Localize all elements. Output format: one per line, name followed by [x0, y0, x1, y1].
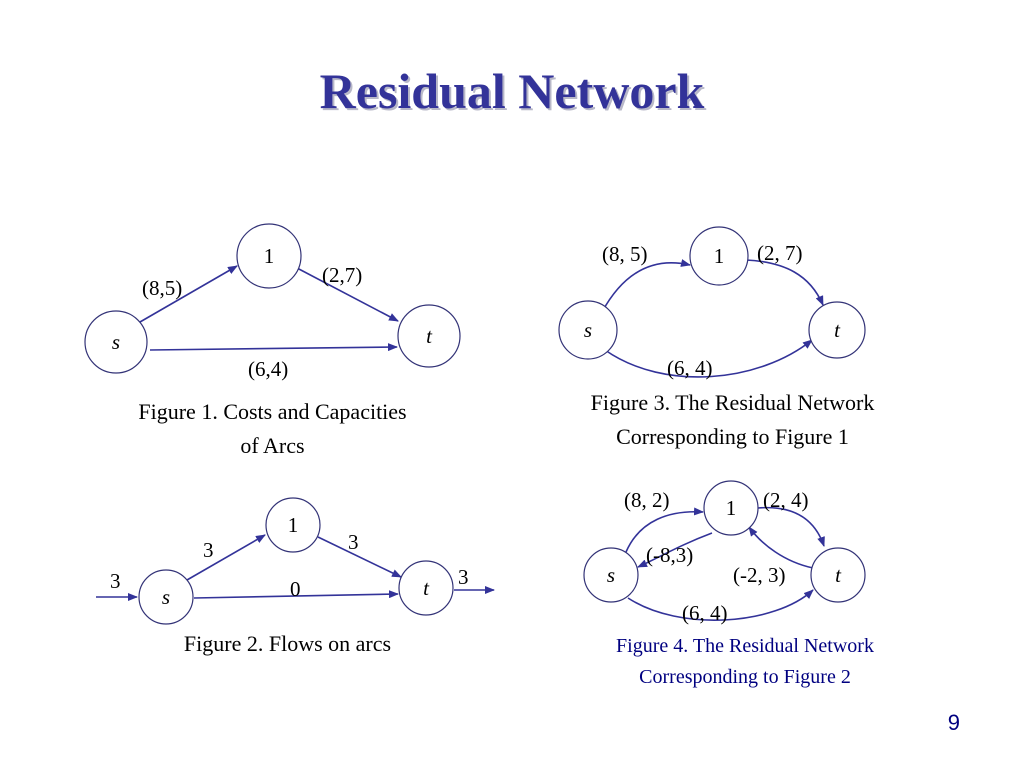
fig3-node-s [558, 300, 618, 360]
fig3-node-1 [689, 226, 749, 286]
fig1-edge-1-t-label: (2,7) [322, 263, 362, 287]
fig2-edge-1-t [317, 536, 402, 578]
figure-4-caption-line1: Figure 4. The Residual Network [616, 635, 874, 657]
fig2-edge-s-1 [186, 534, 266, 581]
fig2-edge-1-t-label: 3 [348, 530, 359, 554]
slide-title: Residual Network [319, 63, 705, 119]
fig3-edge-s-t [604, 339, 813, 378]
fig3-edge-1-t-label: (2, 7) [757, 241, 803, 265]
fig1-edge-s-t-label: (6,4) [248, 357, 288, 381]
fig4-node-t [810, 547, 866, 603]
figure-1-caption: Figure 1. Costs and Capacities of Arcs [80, 395, 465, 463]
figure-3-caption-line1: Figure 3. The Residual Network [590, 390, 875, 415]
fig1-edge-s-1-label: (8,5) [142, 276, 182, 300]
figure-4: s 1 t (8, 2) (2, 4) (-8,3) (-2, 3) (6, 4… [583, 480, 866, 625]
fig2-node-s [138, 569, 194, 625]
figure-3-caption-line2: Corresponding to Figure 1 [616, 424, 849, 449]
fig2-node-s-label: s [162, 585, 170, 609]
fig2-edge-t-out-label: 3 [458, 565, 469, 589]
fig1-edge-s-1 [139, 265, 238, 323]
fig4-node-s [583, 547, 639, 603]
fig4-edge-t-1-label: (-2, 3) [733, 563, 785, 587]
fig1-node-t [397, 304, 461, 368]
fig4-node-1 [703, 480, 759, 536]
page-number: 9 [947, 710, 960, 735]
fig4-edge-s-t-label: (6, 4) [682, 601, 728, 625]
fig3-edge-1-t [745, 259, 824, 306]
fig2-node-1-label: 1 [288, 513, 299, 537]
fig1-node-t-label: t [426, 324, 433, 348]
fig3-node-s-label: s [584, 318, 592, 342]
fig3-edge-s-1-label: (8, 5) [602, 242, 648, 266]
figure-1-caption-line2: of Arcs [240, 433, 305, 458]
figure-4-caption-line2: Corresponding to Figure 2 [639, 666, 851, 688]
figure-3: s 1 t (8, 5) (2, 7) (6, 4) [558, 226, 866, 380]
fig1-edge-1-t [296, 267, 399, 322]
fig3-node-t [808, 301, 866, 359]
figure-2: s 1 t 3 3 3 0 3 [96, 497, 495, 625]
fig3-node-t-label: t [834, 318, 841, 342]
fig4-edge-s-t [627, 589, 814, 621]
fig2-edge-in-s-label: 3 [110, 569, 121, 593]
fig3-edge-s-t-label: (6, 4) [667, 356, 713, 380]
fig4-edge-1-t-label: (2, 4) [763, 488, 809, 512]
figure-2-caption: Figure 2. Flows on arcs [130, 627, 445, 661]
figure-3-caption: Figure 3. The Residual Network Correspon… [530, 386, 935, 454]
fig2-node-1 [265, 497, 321, 553]
fig4-node-1-label: 1 [726, 496, 737, 520]
fig1-node-1 [236, 223, 302, 289]
fig2-node-t [398, 560, 454, 616]
fig2-node-t-label: t [423, 576, 430, 600]
fig2-edge-s-t [193, 590, 399, 599]
fig4-node-s-label: s [607, 563, 615, 587]
figure-2-caption-line: Figure 2. Flows on arcs [183, 631, 392, 656]
figure-1: s 1 t (8,5) (2,7) (6,4) [84, 223, 461, 381]
fig4-edge-t-1 [748, 526, 814, 569]
fig4-edge-1-t [757, 506, 825, 547]
fig4-edge-s-1 [625, 507, 704, 553]
fig1-edge-s-t [149, 343, 398, 352]
fig4-edge-1-s-label: (-8,3) [646, 543, 693, 567]
fig1-node-1-label: 1 [264, 244, 275, 268]
fig4-edge-1-s [637, 532, 713, 568]
fig3-edge-s-1 [601, 259, 691, 313]
fig3-node-1-label: 1 [714, 244, 725, 268]
fig4-node-t-label: t [835, 563, 842, 587]
fig2-edge-s-t-label: 0 [290, 577, 301, 601]
fig1-node-s [84, 310, 148, 374]
figure-4-caption: Figure 4. The Residual Network Correspon… [560, 631, 930, 693]
figure-1-caption-line1: Figure 1. Costs and Capacities [138, 399, 407, 424]
fig1-node-s-label: s [112, 330, 120, 354]
fig4-edge-s-1-label: (8, 2) [624, 488, 670, 512]
fig2-edge-s-1-label: 3 [203, 538, 214, 562]
